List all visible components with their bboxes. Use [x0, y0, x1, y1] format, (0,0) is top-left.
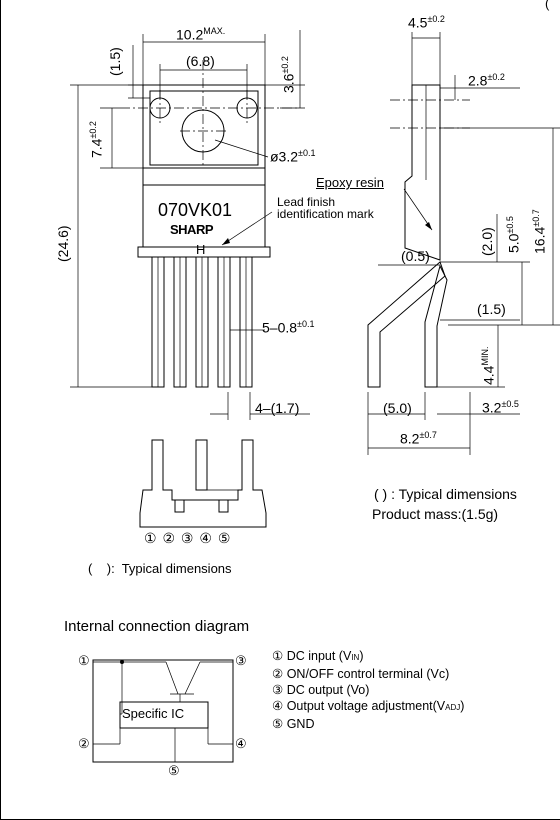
pin-end-view — [139, 439, 267, 528]
connection-box — [92, 659, 234, 763]
box-pin-2: ② — [78, 736, 90, 751]
dim-side-16-4: 16.4±0.7 — [531, 209, 548, 254]
front-leads — [151, 256, 253, 388]
dim-pin-pitch: 4–(1.7) — [255, 400, 300, 416]
pin-legend: ① DC input (VIN) ② ON/OFF control termin… — [272, 648, 464, 732]
dim-side-0-5: (0.5) — [401, 248, 430, 264]
pin-number-1: ① — [144, 530, 157, 546]
connection-title: Internal connection diagram — [64, 618, 250, 635]
pin-number-3: ③ — [180, 530, 194, 546]
legend-item-4: ④ Output voltage adjustment(VADJ) — [272, 699, 465, 713]
dim-side-5-0b: (5.0) — [383, 400, 412, 416]
legend-item-5: ⑤ GND — [272, 717, 315, 731]
box-pin-4: ④ — [235, 736, 247, 751]
box-pin-3: ③ — [235, 653, 247, 668]
legend-item-3: ③ DC output (Vo) — [272, 683, 370, 697]
pin-number-4: ④ — [199, 530, 212, 546]
pin-number-5: ⑤ — [217, 530, 231, 546]
connection-diagram — [92, 659, 234, 763]
side-body — [404, 84, 441, 261]
dim-side-2-0: (2.0) — [479, 227, 495, 256]
dim-side-3-2: 3.2±0.5 — [482, 399, 519, 416]
box-pin-5: ⑤ — [168, 763, 180, 778]
dim-pin-width: 5–0.8±0.1 — [262, 319, 315, 336]
legend-item-2: ② ON/OFF control terminal (Vc) — [272, 667, 450, 681]
dim-hole-spacing: (6.8) — [186, 53, 215, 69]
specific-ic-box — [119, 701, 209, 729]
top-partial-text: ( — [545, 0, 550, 11]
epoxy-label: Epoxy resin — [316, 175, 384, 190]
pin-number-row: ① ② ③ ④ ⑤ — [144, 530, 230, 547]
dim-7-4: 7.4±0.2 — [88, 121, 105, 158]
dim-side-5-0: 5.0±0.5 — [505, 216, 522, 253]
dim-top-3-6: 3.6±0.2 — [280, 56, 297, 93]
part-number: 070VK01 — [158, 200, 233, 220]
brand-logo: SHARP — [170, 222, 214, 237]
typical-dimensions-right: ( ) : Typical dimensions — [374, 486, 517, 502]
product-mass: Product mass:(1.5g) — [372, 506, 499, 522]
dim-width-max: 10.2MAX. — [176, 26, 226, 43]
dim-side-1-5: (1.5) — [477, 301, 506, 317]
typical-dimensions-left: ( ): Typical dimensions — [88, 561, 232, 576]
dim-side-2-8: 2.8±0.2 — [468, 72, 505, 89]
box-pin-1: ① — [78, 653, 90, 668]
side-view — [367, 32, 560, 455]
dim-side-4-5: 4.5±0.2 — [408, 14, 445, 31]
dim-side-8-2: 8.2±0.7 — [400, 430, 437, 447]
lead-mark: H — [196, 242, 206, 257]
dim-top-1-5: (1.5) — [107, 47, 123, 76]
pin-number-2: ② — [162, 530, 176, 546]
front-view — [70, 30, 310, 420]
dim-side-4-4: 4.4MIN. — [480, 346, 497, 385]
dim-hole-dia: ø3.2±0.1 — [270, 148, 316, 165]
specific-ic-label: Specific IC — [122, 706, 185, 721]
legend-item-1: ① DC input (VIN) — [272, 649, 364, 663]
dim-24-6: (24.6) — [55, 225, 71, 262]
side-lead-bent — [367, 261, 446, 388]
mounting-tab — [142, 84, 266, 169]
